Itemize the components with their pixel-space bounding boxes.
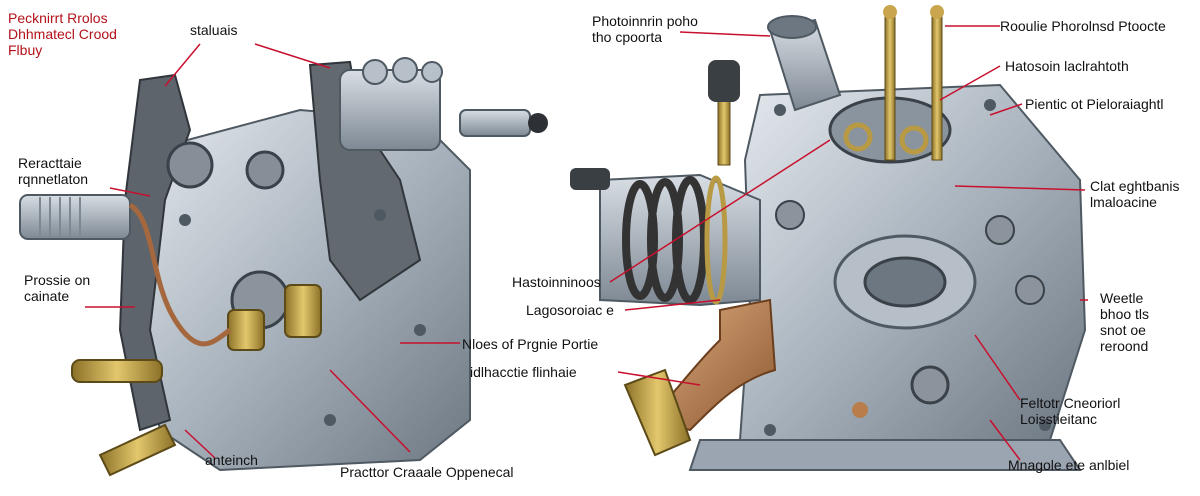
leader-idraectie [617, 371, 701, 386]
right-carb-brass-ring-b [899, 125, 929, 155]
right-carb-brass-rod-a [884, 9, 896, 161]
label-reactaie-line-2: rqnnetlaton [18, 171, 89, 187]
left-carb-top-nozzle-b [392, 57, 418, 83]
label-weetle-line-2: bhoo tls [1100, 306, 1150, 322]
left-carburetor [19, 57, 548, 477]
right-carb-brass-nozzle [623, 368, 692, 457]
leader-stainis [254, 43, 331, 69]
left-carb-bolt-a [179, 214, 191, 226]
right-carb-brass-gasket [704, 175, 728, 305]
right-carb-lever-stem [717, 94, 731, 166]
label-pressie-line-2: cainate [24, 288, 70, 304]
label-clat-line-2: lmaloacine [1090, 194, 1157, 210]
label-anteinch: anteinch [205, 452, 258, 468]
right-carb-main-port [863, 256, 947, 308]
right-carb-copper-elbow [648, 298, 777, 432]
label-prector: Practtor Craaale Oppenecal [340, 464, 514, 480]
right-carb-rod-tip-a [883, 5, 897, 19]
right-carb-side-plunger [570, 168, 610, 190]
left-carb-bolt-c [414, 324, 426, 336]
right-carb-intake-opening [767, 15, 817, 39]
label-clat: Clat eghtbanis lmaloacine [1090, 178, 1180, 210]
leader-pieshc [989, 103, 1023, 116]
label-hatesin: Hatosoin laclrahtoth [1005, 58, 1129, 74]
label-mrgole: Mnagole ete anlbiel [1008, 457, 1130, 473]
label-feltotr-line-2: Loisstieitanc [1020, 411, 1098, 427]
right-carb-bolt-a [774, 104, 786, 116]
label-reactaie-line-1: Reracttaie [18, 155, 82, 171]
leader-lines [85, 25, 1088, 461]
left-carb-brass-cap-a [227, 309, 265, 351]
right-carb-bolt-b [984, 99, 996, 111]
left-carb-lower-pipe-a [71, 359, 163, 383]
title-line-2: Dhhmatecl Crood [8, 26, 117, 42]
left-carb-threads [39, 197, 81, 237]
left-carb-bolt-d [324, 414, 336, 426]
leader-anteinch [184, 429, 216, 459]
leader-stainis-b [164, 43, 201, 87]
leader-photo [679, 31, 771, 37]
left-carb-copper-tube [128, 202, 232, 347]
left-carb-port-a [166, 141, 214, 189]
right-carb-bolt-e [852, 402, 868, 418]
label-feltotr: Feltotr Cneoriorl Loisstieitanc [1020, 395, 1120, 427]
label-stainis: staluais [190, 22, 238, 38]
right-carb-side-port-a [775, 200, 805, 230]
leader-feltotr [974, 334, 1021, 401]
label-weetle-line-3: snot oe [1100, 322, 1146, 338]
label-pressie-line-1: Prossie on [24, 272, 91, 288]
leader-hatesin [939, 65, 1001, 101]
label-weetle-line-1: Weetle [1100, 290, 1144, 306]
label-nloes: Nloes of Prgnie Portie [462, 336, 599, 352]
label-pieshc: Pientic ot Pieloraiaghtl [1025, 96, 1164, 112]
label-feltotr-line-1: Feltotr Cneoriorl [1020, 395, 1121, 411]
right-carb-rod-tip-b [930, 5, 944, 19]
label-photo-line-2: tho cpoorta [592, 29, 663, 45]
label-weetle-line-4: reroond [1100, 338, 1149, 354]
leader-reactaie [109, 187, 151, 197]
leader-clat [954, 185, 1086, 191]
right-carb-side-port-b [985, 215, 1015, 245]
label-rooulie: Rooulie Phorolnsd Ptoocte [1000, 18, 1166, 34]
right-carb-brass-rod-b [931, 9, 943, 161]
right-carb-lower-port [910, 365, 950, 405]
left-carb-port-b [245, 150, 285, 190]
leader-mrgole [989, 419, 1021, 461]
leader-hastoinn [609, 139, 831, 283]
label-weetle: Weetle bhoo tls snot oe reroond [1100, 290, 1149, 354]
left-carb-top-nozzle-c [421, 61, 443, 83]
title-line-1: Pecknirrt Rrolos [8, 10, 108, 26]
left-carb-lower-pipe-b [98, 423, 177, 477]
left-carb-bolt-b [374, 209, 386, 221]
left-carb-top-nozzle-a [362, 59, 388, 85]
right-carb-lever-cap [708, 60, 740, 102]
leader-lagosoroac [624, 299, 721, 311]
left-carb-shaft-knob [528, 113, 548, 133]
right-carb-side-port-c [1015, 275, 1045, 305]
right-carb-brass-ring-a [843, 122, 873, 152]
label-clat-line-1: Clat eghtbanis [1090, 178, 1180, 194]
label-idraectie: idlhacctie flinhaie [470, 364, 577, 380]
left-carb-right-shaft [459, 109, 531, 137]
label-lagosoroac: Lagosoroiac e [526, 302, 614, 318]
label-photo-line-1: Photoinnrin poho [592, 13, 698, 29]
right-carb-bolt-d [1039, 419, 1051, 431]
title-line-3: Flbuy [8, 42, 43, 58]
label-photo: Photoinnrin poho tho cpoorta [592, 13, 698, 45]
diagram-title: Pecknirrt Rrolos Dhhmatecl Crood Flbuy [8, 10, 117, 58]
label-pressie: Prossie on cainate [24, 272, 90, 304]
right-carburetor [570, 5, 1087, 471]
leader-prector [329, 369, 411, 453]
left-carb-threaded-fitting [19, 194, 131, 240]
left-carb-top-block [339, 69, 441, 151]
left-carb-brass-cap-b [284, 284, 322, 338]
label-reactaie: Reracttaie rqnnetlaton [18, 155, 88, 187]
right-carb-bolt-c [764, 424, 776, 436]
label-hastoinn: Hastoinninoos [512, 274, 601, 290]
